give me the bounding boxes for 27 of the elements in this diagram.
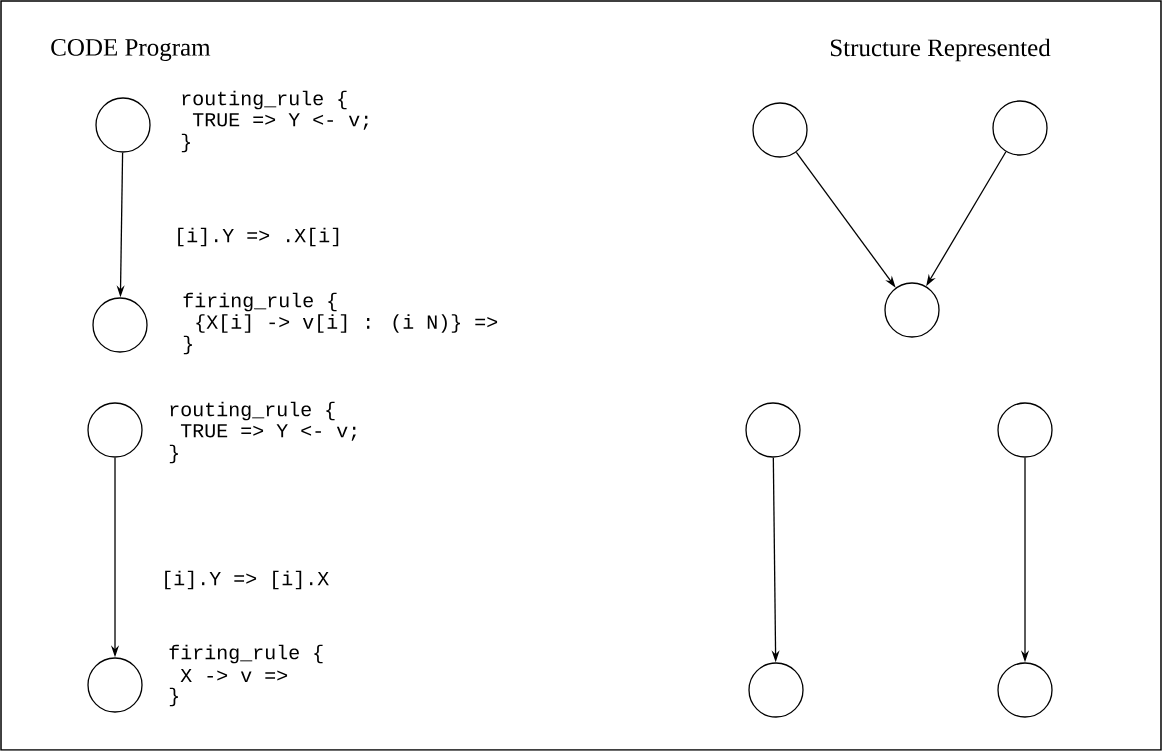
heading: Structure Represented [830, 38, 1051, 62]
node-circle [884, 282, 940, 338]
code-line: } [181, 133, 190, 153]
code-line: } [169, 444, 178, 464]
node-circle [752, 102, 808, 158]
code-line: routing_rule { [182, 90, 347, 110]
code-line: TRUE => Y <- v; [192, 113, 368, 130]
code-line: } [169, 687, 178, 707]
edge-label: [i].Y => [i].X [160, 569, 331, 591]
node-circle [92, 297, 148, 353]
node-circle [745, 402, 801, 458]
node-circle [87, 402, 143, 458]
code-line: firing_rule { [169, 644, 323, 664]
node-circle [997, 402, 1053, 458]
node-circle [992, 100, 1048, 156]
heading: CODE Program [51, 39, 211, 61]
code-line: firing_rule { [183, 292, 337, 312]
node-circle [997, 662, 1053, 718]
code-line: TRUE => Y <- v; [180, 424, 356, 441]
edge-label: [i].Y => .X[i] [173, 226, 344, 248]
node-circle [95, 97, 151, 153]
code-line: X -> v => [180, 668, 288, 683]
node-circle [748, 662, 804, 718]
code-line: {X[i] -> v[i] : (i N)} => [196, 314, 498, 333]
code-line: routing_rule { [170, 401, 335, 421]
code-line: } [183, 335, 192, 355]
node-circle [87, 657, 143, 713]
